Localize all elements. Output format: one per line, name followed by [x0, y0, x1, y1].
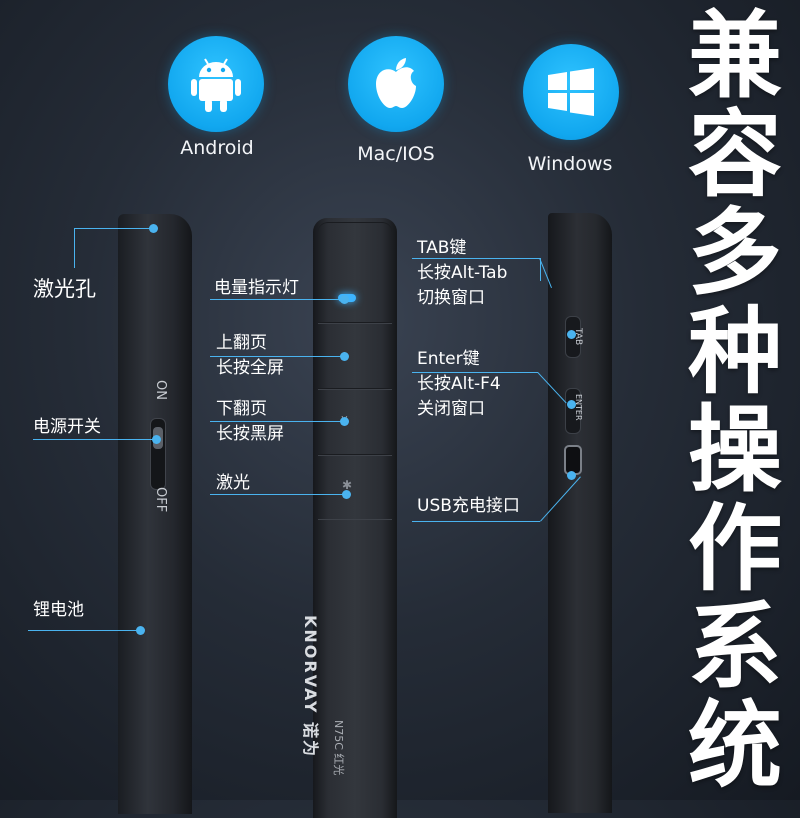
leader-line [412, 372, 538, 373]
callout-page-up-line1: 上翻页 [216, 333, 267, 353]
model-label: N75C 红光 [332, 720, 345, 776]
switch-off-label: OFF [153, 487, 168, 513]
callout-usb-port: USB充电接口 [417, 496, 520, 516]
leader-line [210, 421, 344, 422]
headline-char: 多 [687, 199, 782, 308]
headline-vertical: 兼 容 多 种 操 作 系 统 [676, 2, 794, 801]
leader-line [412, 521, 540, 522]
leader-line [28, 630, 140, 631]
callout-dot [342, 490, 351, 499]
windows-label: Windows [527, 153, 613, 175]
callout-battery-led: 电量指示灯 [214, 278, 299, 298]
enter-side-label: ENTER [574, 394, 583, 421]
callout-page-down: 下翻页 长按黑屏 [216, 397, 284, 447]
laser-icon: ✱ [342, 478, 353, 492]
leader-line [74, 228, 154, 229]
callout-dot [149, 224, 158, 233]
headline-char: 容 [687, 100, 782, 210]
callout-dot [567, 471, 576, 480]
page-down-button[interactable] [318, 388, 392, 456]
headline-char: 兼 [687, 2, 782, 111]
callout-dot [152, 435, 161, 444]
leader-line [540, 280, 541, 281]
leader-line [74, 228, 75, 268]
power-switch[interactable] [150, 418, 166, 490]
headline-char: 统 [687, 691, 782, 801]
callout-dot [340, 352, 349, 361]
leader-line [210, 494, 346, 495]
leader-line [33, 439, 155, 440]
android-icon [168, 36, 264, 132]
windows-icon [523, 44, 619, 140]
top-cap [318, 222, 392, 324]
callout-laser: 激光 [216, 473, 250, 493]
callout-enter-key: Enter键 长按Alt-F4 关闭窗口 [417, 347, 501, 422]
enter-key[interactable] [565, 388, 581, 434]
callout-page-up: 上翻页 长按全屏 [216, 331, 284, 381]
callout-enter-line2: 长按Alt-F4 [417, 374, 501, 394]
callout-tab-line1: TAB键 [417, 238, 467, 258]
callout-battery: 锂电池 [33, 600, 84, 620]
leader-line [210, 299, 344, 300]
leader-line [412, 258, 540, 259]
headline-char: 操 [687, 396, 782, 505]
leader-line [540, 258, 541, 280]
callout-dot [340, 417, 349, 426]
headline-char: 系 [687, 593, 782, 702]
callout-page-up-line2: 长按全屏 [216, 358, 284, 378]
callout-tab-key: TAB键 长按Alt-Tab 切换窗口 [417, 236, 507, 311]
callout-dot [136, 626, 145, 635]
callout-laser-hole: 激光孔 [33, 277, 96, 301]
apple-icon [348, 36, 444, 132]
brand-label: KNORVAY 诺为 [301, 615, 320, 759]
page-up-button[interactable] [318, 322, 392, 390]
headline-char: 作 [687, 494, 782, 604]
callout-page-down-line1: 下翻页 [216, 399, 267, 419]
mac-ios-label: Mac/IOS [357, 143, 435, 165]
callout-enter-line3: 关闭窗口 [417, 399, 485, 419]
headline-char: 种 [687, 297, 782, 407]
leader-line [210, 356, 344, 357]
callout-dot [340, 295, 349, 304]
callout-dot [567, 400, 576, 409]
presenter-side-view-left [118, 214, 192, 814]
callout-tab-line2: 长按Alt-Tab [417, 263, 508, 283]
callout-power-switch: 电源开关 [33, 417, 101, 437]
presenter-side-view-right [548, 213, 612, 813]
android-label: Android [180, 137, 254, 159]
switch-on-label: ON [153, 380, 168, 400]
callout-tab-line3: 切换窗口 [417, 288, 485, 308]
laser-button[interactable] [318, 454, 392, 520]
callout-enter-line1: Enter键 [417, 349, 480, 369]
callout-dot [567, 330, 576, 339]
callout-page-down-line2: 长按黑屏 [216, 424, 284, 444]
